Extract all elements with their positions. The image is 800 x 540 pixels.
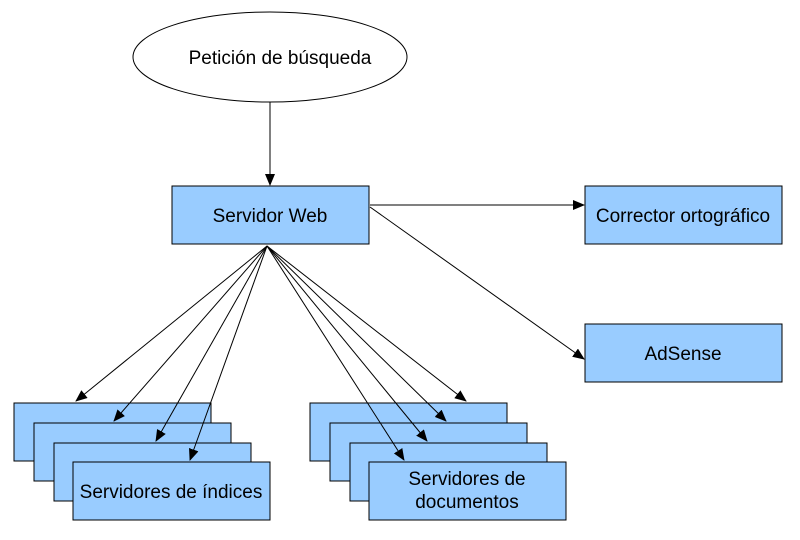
edge-web-server-to-document-server bbox=[266, 245, 467, 402]
edge-web-server-to-document-server bbox=[266, 245, 428, 442]
index-servers-stack: Servidores de índices bbox=[13, 402, 271, 521]
search-request-node: Petición de búsqueda bbox=[132, 11, 408, 103]
edge-web-server-to-index-server bbox=[155, 245, 268, 442]
spell-checker-node: Corrector ortográfico bbox=[584, 185, 783, 245]
adsense-label: AdSense bbox=[644, 344, 721, 365]
edge-web-server-to-index-server bbox=[113, 245, 268, 422]
web-server-node: Servidor Web bbox=[171, 185, 370, 245]
edge-web-server-to-document-server bbox=[266, 245, 447, 422]
web-server-label: Servidor Web bbox=[213, 206, 328, 227]
document-servers-label-line2: documentos bbox=[415, 492, 519, 513]
edge-web-server-to-document-server bbox=[266, 245, 405, 461]
index-servers-label: Servidores de índices bbox=[80, 482, 263, 503]
document-server-card bbox=[368, 461, 567, 521]
edge-web-server-to-adsense bbox=[369, 206, 585, 360]
document-servers-label-line1: Servidores de bbox=[408, 469, 525, 490]
edge-web-server-to-index-server bbox=[75, 245, 268, 402]
spell-checker-label: Corrector ortográfico bbox=[596, 206, 770, 227]
edges bbox=[75, 102, 585, 461]
search-request-label: Petición de búsqueda bbox=[189, 48, 372, 69]
adsense-node: AdSense bbox=[584, 323, 783, 383]
index-server-card bbox=[72, 461, 271, 521]
document-servers-stack: Servidores de documentos bbox=[309, 402, 567, 521]
edge-web-server-to-index-server bbox=[189, 245, 268, 461]
